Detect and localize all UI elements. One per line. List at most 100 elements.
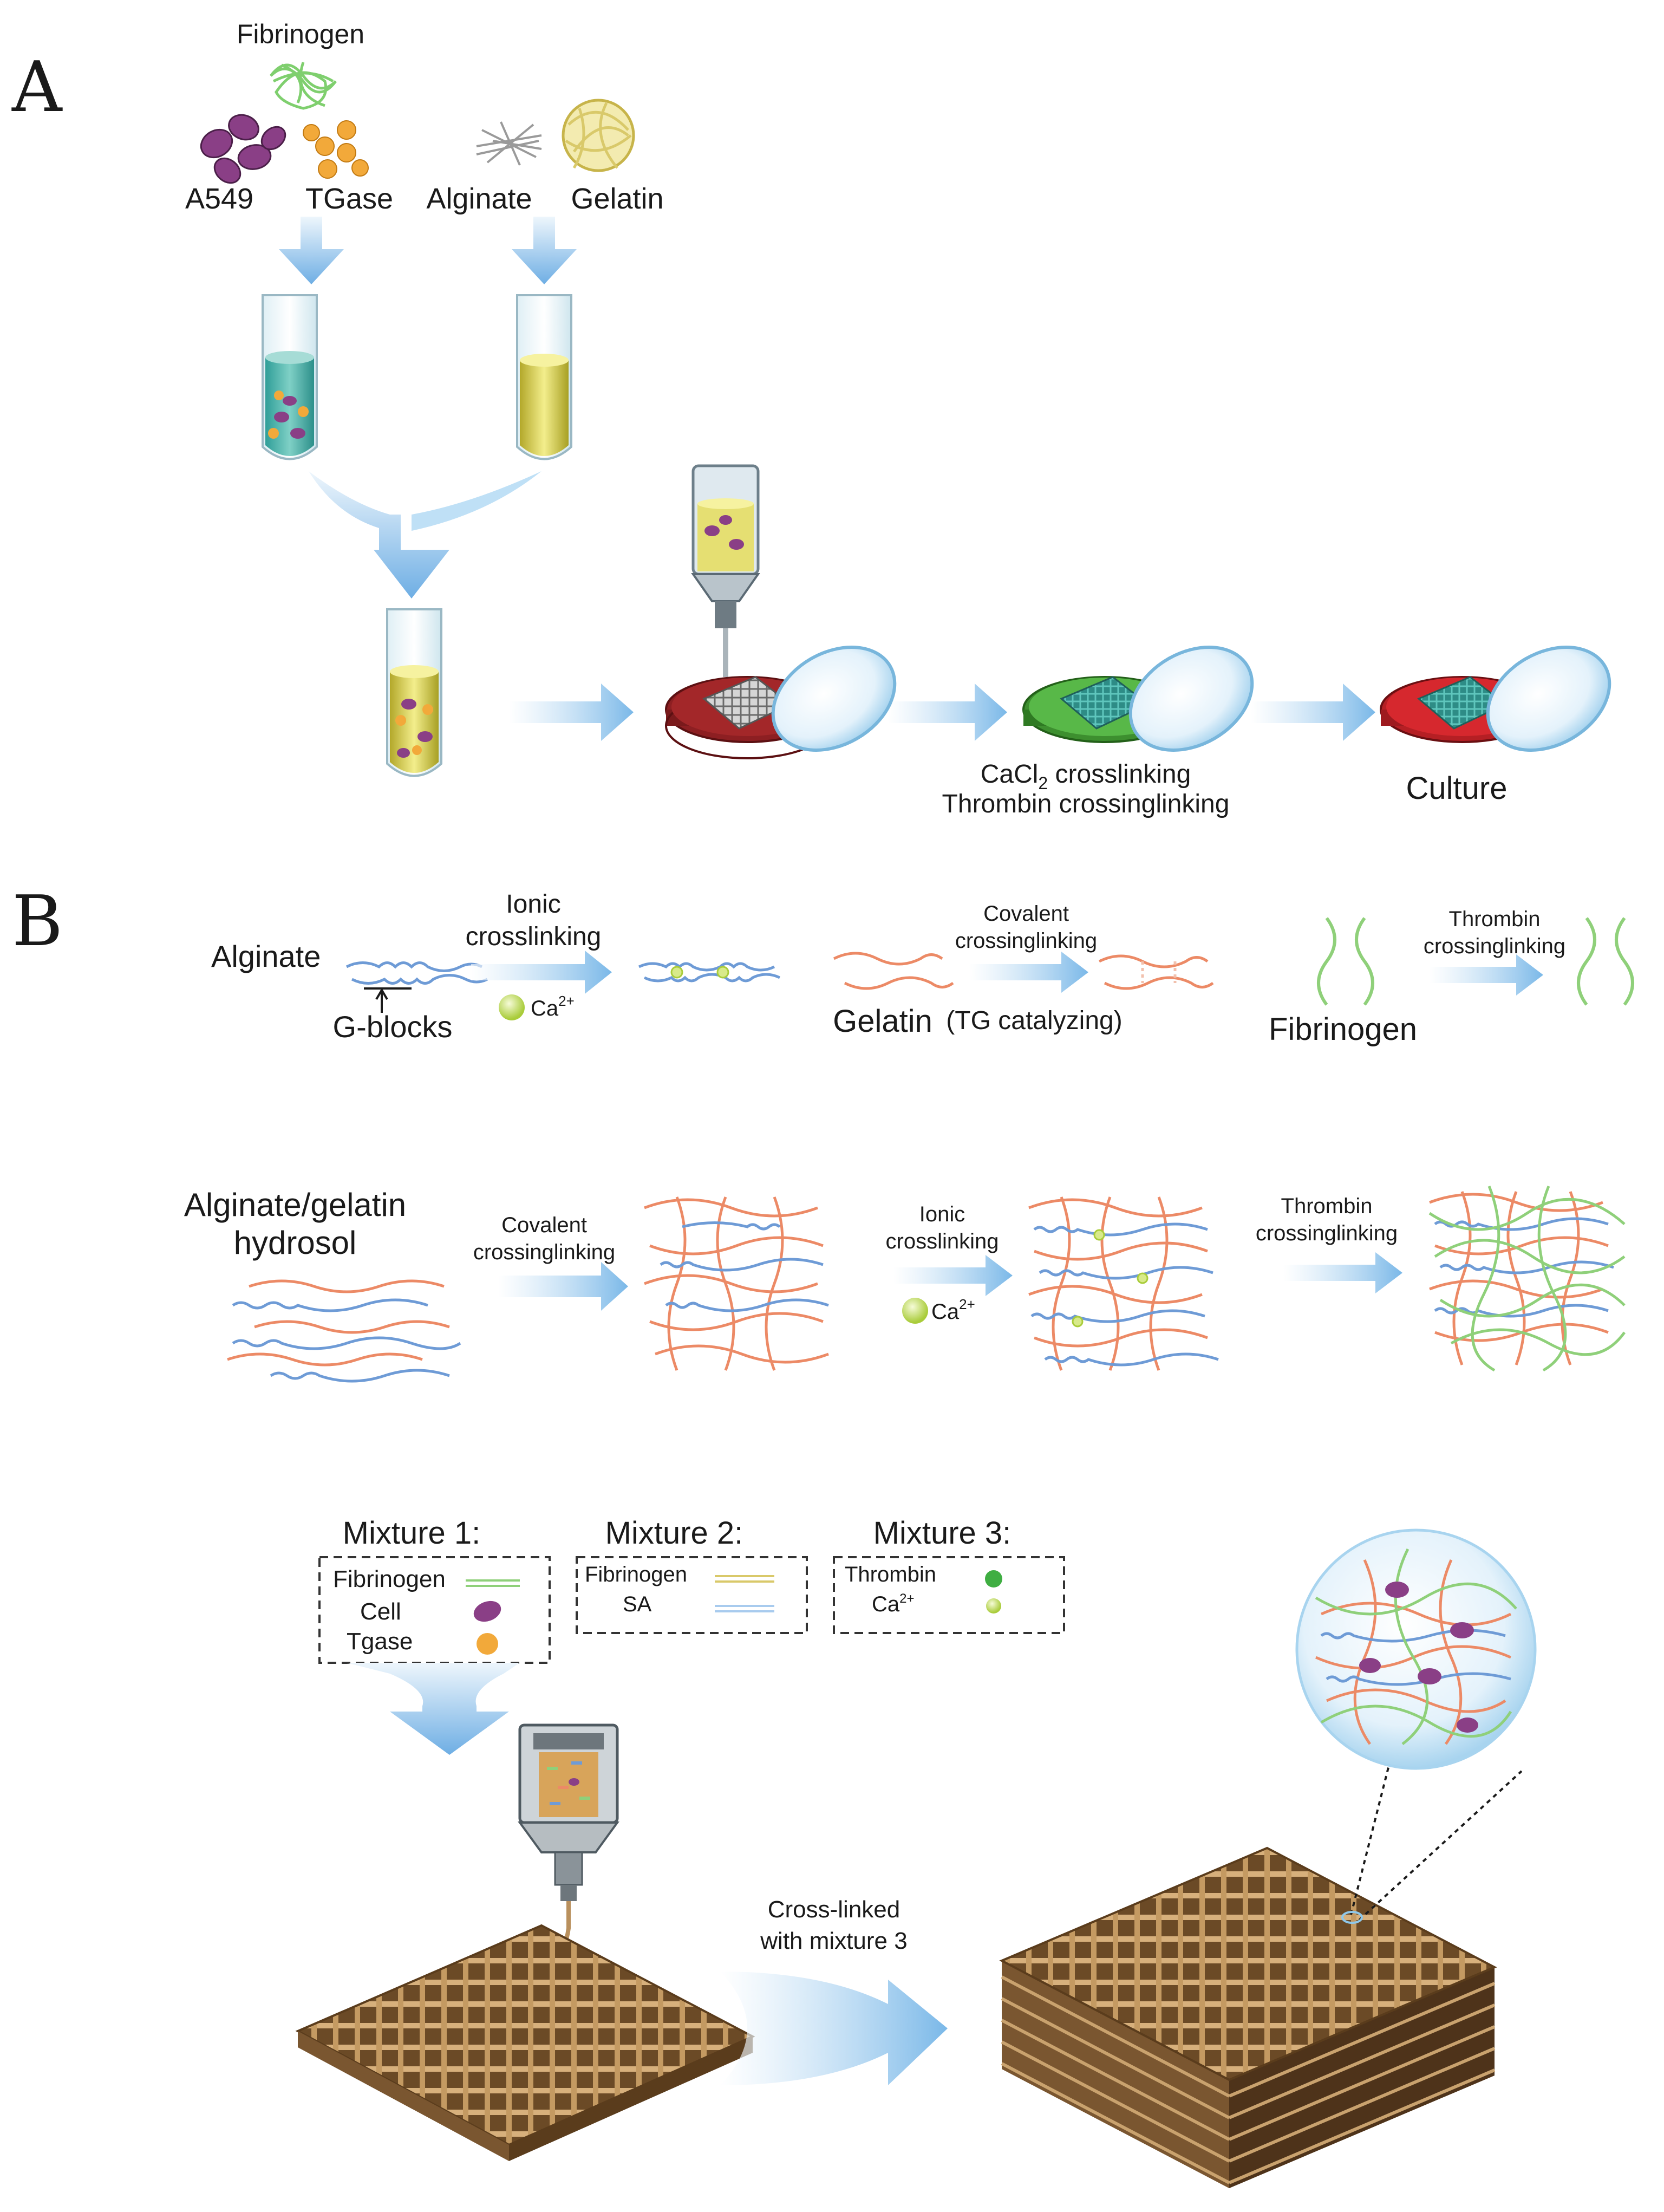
mixture-1-item-cell: Cell (360, 1598, 401, 1625)
fibrinogen-legend-icon (466, 1579, 520, 1587)
alginate-gelatin-network (1028, 1196, 1219, 1371)
covalent-label-2: crossinglinking (955, 929, 1097, 953)
gelatin-crosslinked-chains (1098, 954, 1214, 990)
mixture-1-box: Mixture 1: Fibrinogen Cell Tgase (318, 1515, 551, 1664)
culture-label: Culture (1406, 771, 1508, 806)
sa-legend-icon (715, 1605, 774, 1612)
mixture-2-item-sa: SA (623, 1592, 652, 1616)
ca-label-row1: Ca2+ (531, 993, 575, 1020)
merge-arrow-left (309, 471, 449, 598)
calcium-ion-icon-2 (902, 1298, 928, 1324)
panel-letter-a: A (11, 47, 63, 128)
crosslink-arrow (720, 1972, 948, 2085)
zoom-line-right (1358, 1770, 1523, 1921)
a549-cells-icon (200, 114, 286, 184)
a549-label: A549 (185, 183, 253, 215)
mixture-1-item-tgase: Tgase (347, 1628, 413, 1655)
covalent-arrow-1 (969, 952, 1088, 993)
alginate-crosslinked-chains (638, 962, 781, 983)
hydrosol-strands (227, 1279, 461, 1383)
crosslink-label-1: Cross-linked (768, 1896, 900, 1923)
thrombin-arrow-2 (1283, 1252, 1402, 1293)
g-blocks-pointer-icon (375, 988, 388, 1013)
arrow-to-crosslinking (888, 684, 1007, 741)
fibrinogen-legend-icon-2 (715, 1575, 774, 1583)
fibrinogen-icon (270, 62, 337, 110)
multi-layer-scaffold (999, 1846, 1497, 2188)
bioprinter-nozzle-a (691, 464, 760, 677)
test-tube-cells (262, 294, 318, 460)
cacl2-crosslinking-label: CaCl2 crosslinking (981, 760, 1191, 793)
thrombin-crosslinking-label-a: Thrombin crossinglinking (942, 790, 1230, 818)
ionic-label-2: crosslinking (466, 922, 602, 951)
arrow-down-left (279, 217, 344, 284)
petri-dish-culture (1380, 646, 1611, 752)
petri-dish-crosslinking (1022, 646, 1254, 752)
ionic-label-3: Ionic (919, 1202, 965, 1226)
zoom-origin-marker (1341, 1911, 1363, 1924)
calcium-legend-icon (986, 1598, 1001, 1614)
mixture-1-item-fibrinogen: Fibrinogen (333, 1566, 446, 1592)
single-layer-scaffold (295, 1924, 755, 2161)
fibrin-chains (1577, 917, 1634, 1006)
thrombin-arrow-1 (1430, 954, 1543, 996)
bioprinter-nozzle-b (518, 1723, 619, 1965)
thrombin-label-3: Thrombin (1281, 1194, 1373, 1218)
alginate-label-a: Alginate (426, 183, 532, 215)
crosslink-label-2: with mixture 3 (760, 1928, 907, 1954)
arrow-down-right (512, 217, 577, 284)
fibrinogen-label-a: Fibrinogen (237, 19, 364, 49)
calcium-ion-icon (499, 994, 525, 1020)
covalent-arrow-2 (498, 1262, 628, 1311)
hydrosol-label-1: Alginate/gelatin (184, 1187, 406, 1223)
gelatin-network (644, 1196, 829, 1371)
gelatin-chains (833, 952, 954, 990)
tgase-legend-icon (477, 1633, 498, 1655)
ionic-label-1: Ionic (506, 890, 560, 919)
covalent-label-3: Covalent (501, 1213, 587, 1237)
thrombin-label-1: Thrombin (1449, 907, 1541, 931)
mixture-2-title: Mixture 2: (605, 1515, 743, 1551)
ionic-arrow-2 (893, 1255, 1013, 1296)
tgase-dots-icon (303, 120, 369, 179)
g-blocks-label: G-blocks (333, 1010, 453, 1044)
gelatin-label-a: Gelatin (571, 183, 663, 215)
mixture-2-box: Mixture 2: Fibrinogen SA (576, 1515, 808, 1634)
fibrinogen-chains (1317, 917, 1374, 1006)
panel-letter-b: B (12, 881, 63, 962)
thrombin-label-4: crossinglinking (1256, 1221, 1398, 1245)
petri-dish-printing (665, 646, 897, 759)
tgase-label: TGase (305, 183, 393, 215)
ionic-arrow-1 (471, 951, 612, 994)
covalent-label-1: Covalent (983, 902, 1069, 926)
tg-catalyzing-label: (TG catalyzing) (946, 1006, 1122, 1035)
covalent-label-4: crossinglinking (473, 1240, 615, 1264)
zoomed-network-bubble (1295, 1528, 1537, 1770)
merge-arrow-right (412, 471, 541, 531)
test-tube-gel (516, 294, 572, 460)
gelatin-ball-icon (562, 99, 635, 172)
arrow-to-culture (1251, 684, 1375, 741)
mixture-1-title: Mixture 1: (343, 1515, 481, 1551)
hydrosol-label-2: hydrosol (234, 1225, 357, 1261)
fibrinogen-label-b: Fibrinogen (1269, 1012, 1417, 1047)
thrombin-legend-icon (985, 1570, 1002, 1588)
mixture-3-title: Mixture 3: (873, 1515, 1012, 1551)
cell-legend-icon (473, 1601, 501, 1622)
mixture-3-item-ca: Ca2+ (872, 1591, 915, 1616)
mixture-3-item-thrombin: Thrombin (845, 1563, 936, 1586)
test-tube-mixed (386, 608, 442, 777)
thrombin-label-2: crossinglinking (1424, 934, 1565, 958)
arrow-to-printing (509, 684, 634, 741)
ca-label-row2: Ca2+ (931, 1296, 975, 1324)
mixture-2-item-fibrinogen: Fibrinogen (585, 1563, 687, 1586)
alginate-label-b: Alginate (211, 939, 321, 973)
gelatin-label-b: Gelatin (833, 1004, 932, 1039)
full-hydrogel-network (1428, 1186, 1626, 1372)
zoom-line-left (1350, 1743, 1395, 1915)
ionic-label-4: crosslinking (886, 1229, 999, 1253)
alginate-fibers-icon (476, 121, 542, 166)
mixture-funnel-arrow (347, 1663, 520, 1755)
mixture-3-box: Mixture 3: Thrombin Ca2+ (833, 1515, 1065, 1634)
